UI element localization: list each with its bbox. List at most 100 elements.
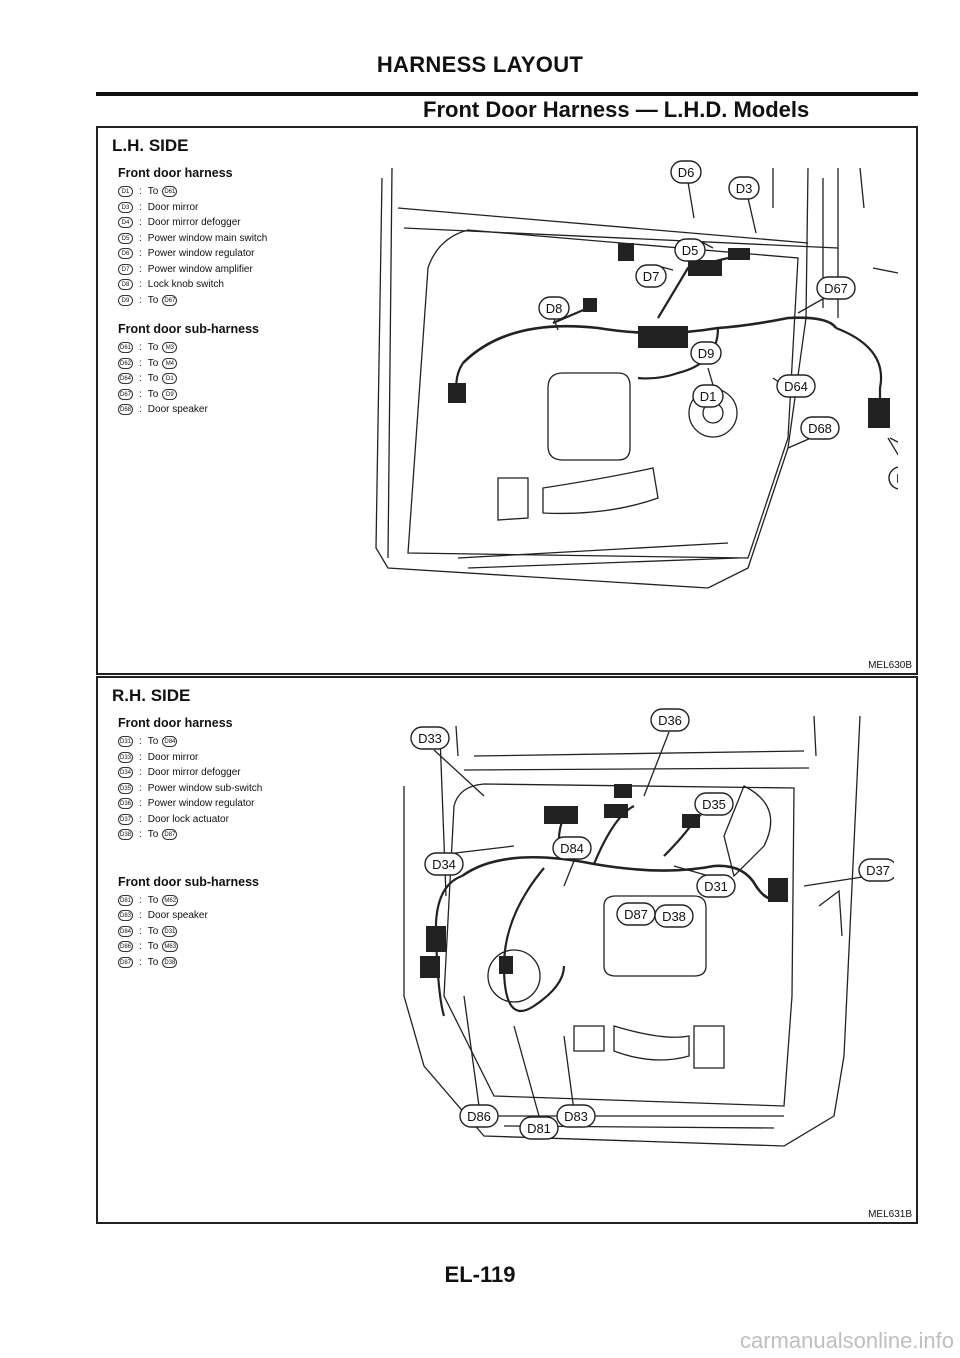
connector-symbol: D62 bbox=[118, 357, 134, 369]
page-title: HARNESS LAYOUT bbox=[376, 52, 584, 77]
legend-description: To bbox=[147, 736, 159, 748]
svg-text:D83: D83 bbox=[564, 1109, 588, 1124]
target-connector-symbol: D38 bbox=[162, 956, 178, 968]
rh-harness-wire bbox=[461, 856, 785, 901]
svg-text:D81: D81 bbox=[527, 1121, 551, 1136]
connector-symbol: D37 bbox=[118, 813, 134, 825]
connector-symbol: D83 bbox=[118, 910, 134, 922]
lh-sub-heading: Front door sub-harness bbox=[118, 322, 259, 336]
connector-symbol: D6 bbox=[118, 248, 133, 260]
rh-harness-row: D37: Door lock actuator bbox=[118, 812, 262, 828]
legend-separator: : bbox=[139, 186, 142, 198]
svg-text:D7: D7 bbox=[643, 269, 660, 284]
legend-description: To bbox=[147, 186, 159, 198]
connector-symbol: D34 bbox=[118, 767, 134, 779]
target-connector-symbol: D67 bbox=[162, 294, 178, 306]
lh-callout-d5: D5 bbox=[674, 238, 706, 262]
connector-symbol: D31 bbox=[118, 736, 134, 748]
rh-harness-row: D34:Door mirror defogger bbox=[118, 765, 262, 781]
rh-door-outline bbox=[403, 715, 861, 1147]
connector-symbol: D9 bbox=[118, 294, 133, 306]
connector-symbol: D87 bbox=[118, 956, 134, 968]
svg-text:D87: D87 bbox=[624, 907, 648, 922]
lh-callout-d64: D64 bbox=[776, 374, 816, 398]
lh-sub-row: D68:Door speaker bbox=[118, 402, 267, 418]
legend-description: Power window regulator bbox=[147, 248, 255, 260]
legend-separator: : bbox=[139, 910, 142, 922]
target-connector-symbol: M63 bbox=[162, 941, 179, 953]
target-connector-symbol: D1 bbox=[162, 373, 178, 385]
target-connector-symbol: M62 bbox=[162, 894, 179, 906]
watermark: carmanualsonline.info bbox=[739, 1328, 954, 1353]
lh-door-diagram: D6D3D5D7D4D67D8D9D1D64D68D61D62 bbox=[375, 160, 898, 589]
legend-description: Door lock actuator bbox=[147, 813, 229, 825]
connector-symbol: D81 bbox=[118, 894, 134, 906]
legend-description: Power window main switch bbox=[147, 232, 268, 244]
lh-harness-row: D6:Power window regulator bbox=[118, 246, 267, 262]
legend-separator: : bbox=[139, 956, 142, 968]
legend-description: To bbox=[147, 294, 159, 306]
legend-separator: : bbox=[139, 342, 142, 354]
legend-description: Door speaker bbox=[147, 910, 208, 922]
svg-text:D36: D36 bbox=[658, 713, 682, 728]
legend-separator: : bbox=[139, 388, 142, 400]
svg-text:D3: D3 bbox=[736, 181, 753, 196]
legend-description: To bbox=[147, 925, 159, 937]
legend-description: Power window amplifier bbox=[147, 263, 253, 275]
lh-callout-d61: D61 bbox=[888, 466, 898, 490]
lh-callout-d1: D1 bbox=[692, 384, 724, 408]
svg-text:D31: D31 bbox=[704, 879, 728, 894]
lh-side-title: L.H. SIDE bbox=[112, 136, 189, 155]
legend-description: To bbox=[147, 941, 159, 953]
lh-harness-row: D7: Power window amplifier bbox=[118, 262, 267, 278]
rh-callout-d33: D33 bbox=[410, 726, 450, 750]
legend-separator: : bbox=[139, 813, 142, 825]
legend-separator: : bbox=[139, 263, 142, 275]
connector-symbol: D33 bbox=[118, 751, 134, 763]
page-subtitle: Front Door Harness — L.H.D. Models bbox=[423, 97, 810, 122]
lh-harness-row: D8:Lock knob switch bbox=[118, 277, 267, 293]
connector-symbol: D3 bbox=[118, 201, 133, 213]
connector-symbol: D38 bbox=[118, 829, 134, 841]
lh-door-outline bbox=[375, 167, 809, 589]
legend-separator: : bbox=[139, 279, 142, 291]
svg-text:D38: D38 bbox=[662, 909, 686, 924]
lh-callout-d9: D9 bbox=[690, 341, 722, 365]
lh-callout-d6: D6 bbox=[670, 160, 702, 184]
rh-callout-d81: D81 bbox=[519, 1116, 559, 1140]
legend-separator: : bbox=[139, 894, 142, 906]
rh-callout-d35: D35 bbox=[694, 792, 734, 816]
lh-callout-d67: D67 bbox=[816, 276, 856, 300]
lh-callout-d3: D3 bbox=[728, 176, 760, 200]
legend-separator: : bbox=[139, 232, 142, 244]
lh-callouts: D6D3D5D7D4D67D8D9D1D64D68D61D62 bbox=[538, 160, 898, 490]
connector-symbol: D4 bbox=[118, 217, 133, 229]
svg-text:D35: D35 bbox=[702, 797, 726, 812]
lh-callout-d8: D8 bbox=[538, 296, 570, 320]
target-connector-symbol: D84 bbox=[162, 736, 178, 748]
legend-separator: : bbox=[139, 373, 142, 385]
rh-harness-row: D35:Power window sub-switch bbox=[118, 781, 262, 797]
legend-separator: : bbox=[139, 201, 142, 213]
connector-symbol: D7 bbox=[118, 263, 133, 275]
connector-symbol: D84 bbox=[118, 925, 134, 937]
connector-symbol: D68 bbox=[118, 404, 134, 416]
rh-sub-heading: Front door sub-harness bbox=[118, 874, 259, 889]
svg-text:D6: D6 bbox=[678, 165, 695, 180]
connector-symbol: D35 bbox=[118, 782, 134, 794]
rh-harness-row: D33:Door mirror bbox=[118, 750, 262, 766]
